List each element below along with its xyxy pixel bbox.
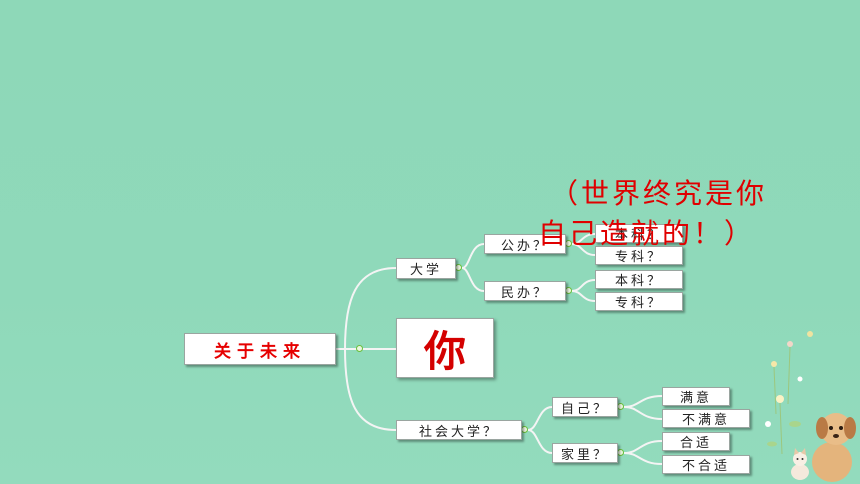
slogan-line-1: （世界终究是你	[550, 177, 768, 210]
node-family-unsuitable[interactable]: 不合适	[662, 455, 750, 474]
center-node[interactable]: 你	[396, 318, 494, 378]
node-private-bachelor[interactable]: 本科？	[595, 270, 683, 289]
node-private[interactable]: 民办？	[484, 281, 566, 301]
expand-dot[interactable]	[356, 345, 363, 352]
cat-icon	[791, 448, 809, 480]
corner-illustration	[765, 331, 856, 482]
slogan-text: （世界终究是你 自己造就的！）	[538, 174, 767, 254]
root-node[interactable]: 关于未来	[184, 333, 336, 365]
dog-icon	[812, 413, 856, 482]
node-public[interactable]: 公办？	[484, 234, 566, 254]
expand-dot[interactable]	[521, 426, 528, 433]
node-family-suitable[interactable]: 合适	[662, 432, 730, 451]
node-public-bachelor[interactable]: 本科？	[595, 224, 683, 243]
expand-dot[interactable]	[617, 403, 624, 410]
flowers-icon	[765, 331, 813, 455]
branch-society[interactable]: 社会大学？	[396, 420, 522, 440]
node-self-satisfied[interactable]: 满意	[662, 387, 730, 406]
branch-university[interactable]: 大学	[396, 258, 456, 279]
expand-dot[interactable]	[455, 264, 462, 271]
node-family[interactable]: 家里？	[552, 443, 618, 463]
node-public-junior[interactable]: 专科？	[595, 246, 683, 265]
expand-dot[interactable]	[617, 449, 624, 456]
node-self[interactable]: 自己？	[552, 397, 618, 417]
node-self-unsatisfied[interactable]: 不满意	[662, 409, 750, 428]
slogan-line-2: 自己造就的！）	[538, 217, 756, 250]
expand-dot[interactable]	[565, 287, 572, 294]
node-private-junior[interactable]: 专科？	[595, 292, 683, 311]
